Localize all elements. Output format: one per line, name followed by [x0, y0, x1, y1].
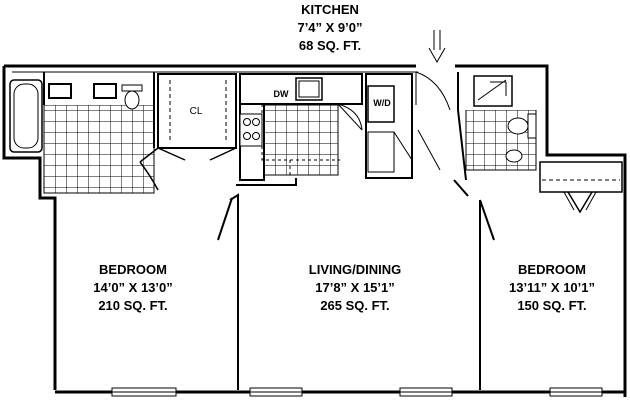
kitchen-sink-icon [295, 77, 323, 101]
stove-icon [239, 113, 263, 147]
closet-label: CL [190, 106, 203, 117]
bedroom-right-name: BEDROOM [518, 262, 586, 277]
sink-icon [48, 83, 72, 99]
toilet-icon [507, 113, 537, 139]
entry-door [415, 71, 451, 171]
washer-dryer-closet: W/D [365, 73, 413, 179]
washer-dryer-label: W/D [373, 98, 391, 108]
bedroom-left-dimensions: 14’0” X 13’0” [93, 280, 173, 295]
bathtub-icon [9, 79, 43, 153]
sink-icon [93, 83, 117, 99]
entry-arrow-icon [428, 30, 446, 64]
kitchen-name: KITCHEN [301, 2, 359, 17]
kitchen-area: 68 SQ. FT. [299, 38, 361, 53]
bathroom-right [457, 72, 542, 181]
sink-icon [505, 149, 523, 163]
living-name: LIVING/DINING [309, 262, 401, 277]
toilet-icon [121, 84, 143, 110]
living-dimensions: 17’8” X 15’1” [315, 280, 395, 295]
kitchen: DW [239, 73, 363, 181]
living-area: 265 SQ. FT. [320, 298, 389, 313]
closet-right [539, 161, 623, 214]
bedroom-right-area: 150 SQ. FT. [517, 298, 586, 313]
bedroom-right-dimensions: 13’11” X 10’1” [509, 280, 595, 295]
bedroom-left-name: BEDROOM [99, 262, 167, 277]
bedroom-left-door [139, 147, 159, 191]
closet: CL [157, 73, 237, 161]
bathroom-left [9, 72, 155, 194]
interior-walls [217, 178, 495, 390]
windows [111, 387, 603, 397]
bedroom-left-area: 210 SQ. FT. [98, 298, 167, 313]
kitchen-dimensions: 7’4” X 9’0” [297, 20, 362, 35]
dishwasher-label: DW [274, 89, 289, 99]
